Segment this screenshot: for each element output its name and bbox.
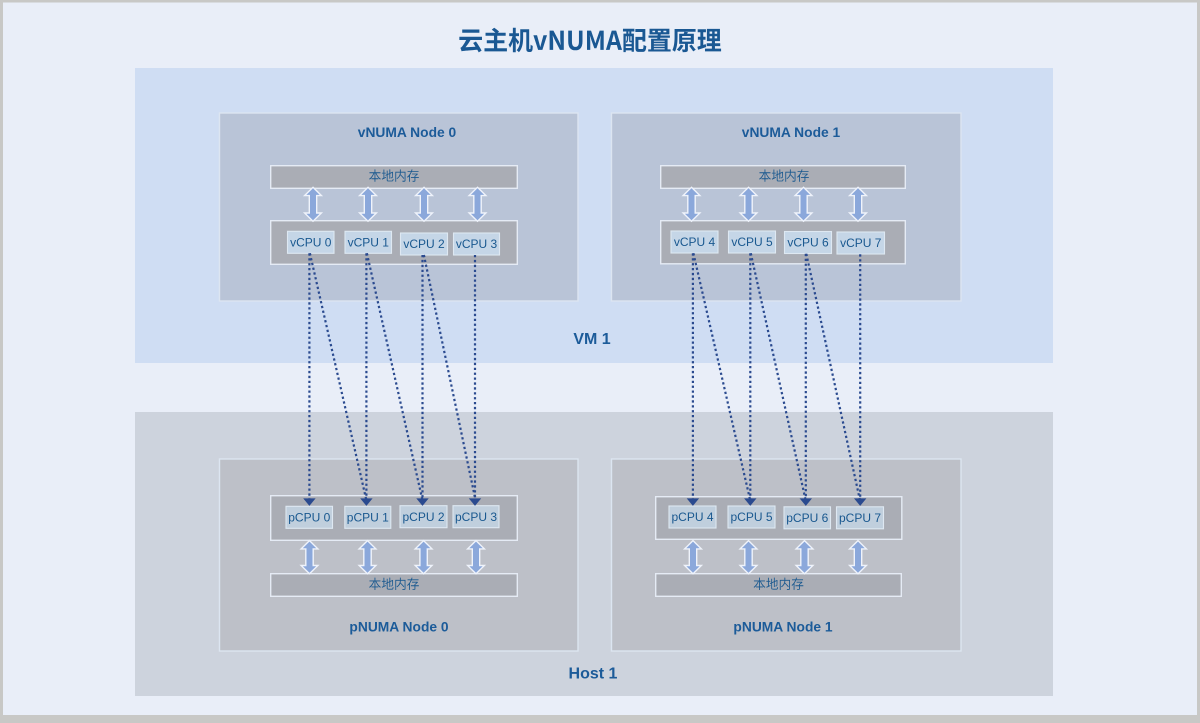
svg-text:pCPU 5: pCPU 5 xyxy=(730,510,772,524)
svg-text:Host 1: Host 1 xyxy=(569,665,618,682)
svg-text:pNUMA Node 0: pNUMA Node 0 xyxy=(349,619,448,634)
svg-text:pCPU 4: pCPU 4 xyxy=(671,510,713,524)
svg-text:vCPU 7: vCPU 7 xyxy=(840,236,882,250)
svg-text:vNUMA Node 1: vNUMA Node 1 xyxy=(742,125,841,140)
svg-text:pCPU 1: pCPU 1 xyxy=(347,511,389,525)
svg-text:VM 1: VM 1 xyxy=(573,331,610,348)
svg-text:vCPU 6: vCPU 6 xyxy=(787,236,829,250)
svg-text:pCPU 2: pCPU 2 xyxy=(402,510,444,524)
svg-text:vCPU 5: vCPU 5 xyxy=(731,235,773,249)
svg-text:vCPU 2: vCPU 2 xyxy=(403,237,445,251)
svg-text:vCPU 3: vCPU 3 xyxy=(456,237,498,251)
svg-text:pCPU 0: pCPU 0 xyxy=(288,511,330,525)
svg-text:pCPU 6: pCPU 6 xyxy=(786,511,828,525)
svg-text:vCPU 4: vCPU 4 xyxy=(674,235,716,249)
svg-text:vCPU 0: vCPU 0 xyxy=(290,236,332,250)
svg-text:pCPU 3: pCPU 3 xyxy=(455,510,497,524)
svg-text:pCPU 7: pCPU 7 xyxy=(839,511,881,525)
svg-text:vNUMA Node 0: vNUMA Node 0 xyxy=(358,125,457,140)
svg-text:pNUMA Node 1: pNUMA Node 1 xyxy=(733,619,832,634)
svg-text:vCPU 1: vCPU 1 xyxy=(348,236,390,250)
